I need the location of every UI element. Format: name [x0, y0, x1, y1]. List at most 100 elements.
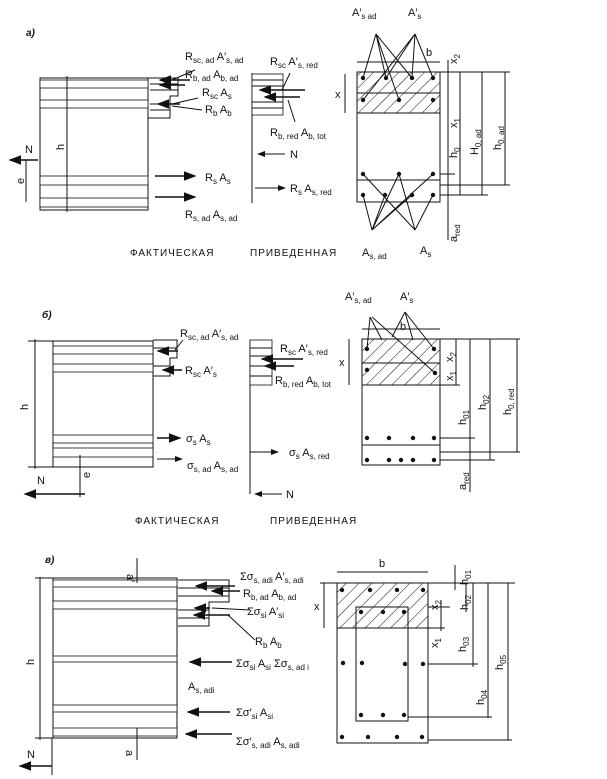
formula-subscript: s, red	[308, 348, 328, 357]
formula-subscript: red	[453, 224, 462, 236]
formula-subscript: s	[227, 177, 231, 186]
label-rs-as: Rs As	[205, 172, 231, 186]
formula-symbol: Σσ	[271, 658, 288, 670]
panel-marker: в)	[45, 555, 55, 566]
formula-subscript: b	[227, 109, 232, 118]
formula-symbol: a	[457, 483, 469, 490]
formula-subscript: 04	[480, 689, 489, 698]
panel-a: а) h N e Rsc, ad A′s, ad R	[8, 7, 510, 261]
formula-subscript: s	[296, 452, 300, 461]
cross-section: b x	[314, 558, 515, 744]
force-n-label: N	[27, 749, 35, 761]
formula-symbol: x	[448, 58, 460, 64]
formula-symbol: A′	[345, 291, 354, 303]
label-x2: x2	[448, 54, 462, 65]
formula-subscript: s, red	[312, 188, 332, 197]
formula-symbol: h	[448, 152, 460, 158]
cross-section: b x	[339, 311, 520, 492]
formula-subscript: b, ad	[193, 74, 211, 83]
label-h04: h04	[475, 689, 489, 705]
label-x1: x1	[448, 118, 462, 129]
formula-symbol: R	[275, 375, 283, 387]
compressed-zone-label: x	[314, 601, 320, 613]
formula-symbol: R	[290, 183, 298, 195]
formula-symbol: R	[270, 127, 278, 139]
formula-symbol: Σσ′	[236, 707, 252, 719]
formula-subscript: 01	[462, 409, 471, 418]
label-rsc-red: Rsc A′s, red	[280, 343, 328, 357]
formula-subscript: 01	[464, 569, 473, 578]
label-h03: h03	[457, 636, 471, 652]
formula-symbol: A′	[273, 571, 285, 583]
reduced-element: N	[251, 72, 305, 203]
formula-subscript: 2	[434, 600, 443, 605]
formula-symbol: R	[185, 51, 193, 63]
formula-symbol: A	[300, 447, 310, 459]
formula-symbol: A	[217, 104, 227, 116]
formula-symbol: A	[298, 127, 308, 139]
formula-symbol: σ	[187, 460, 194, 472]
formula-symbol: A	[211, 69, 221, 81]
formula-symbol: Σσ′	[236, 736, 252, 748]
label-rb-ab: Rb Ab	[255, 636, 282, 650]
label-as-bottom: As	[420, 245, 431, 259]
label-rb-ad: Rb, ad Ab, ad	[243, 588, 296, 602]
formula-symbol: A	[267, 636, 277, 648]
formula-symbol: x	[444, 356, 456, 362]
label-h01: h01	[457, 409, 471, 425]
formula-symbol: R	[280, 343, 288, 355]
formula-symbol: A	[218, 87, 228, 99]
panel-b: б) h N e Rsc, ad A′s, ad Rsc A′s σs As σ…	[19, 291, 520, 527]
panel-marker: б)	[42, 309, 52, 321]
formula-symbol: A	[210, 209, 220, 221]
formula-subscript: 03	[462, 636, 471, 645]
label-as-ad-top: A′s ad	[352, 7, 377, 21]
compressed-zone-label: x	[339, 357, 345, 369]
formula-subscript: sc, ad	[193, 56, 214, 65]
formula-subscript: s, adi	[252, 741, 271, 750]
formula-subscript: s, ad	[369, 252, 386, 261]
formula-symbol: A	[271, 736, 281, 748]
compressed-zone-label: x	[335, 89, 341, 101]
formula-subscript: s, adi	[281, 741, 300, 750]
actual-element: h N e	[19, 339, 184, 499]
force-n-label: N	[286, 489, 294, 501]
formula-symbol: Σσ	[236, 658, 250, 670]
formula-subscript: s, ad i	[288, 663, 310, 672]
label-x2: x2	[444, 352, 458, 363]
label-rs-red: Rs As, red	[290, 183, 332, 197]
formula-symbol: h	[492, 144, 504, 150]
formula-subscript: si	[267, 712, 273, 721]
formula-subscript: s	[298, 188, 302, 197]
formula-subscript: s, ad	[226, 56, 243, 65]
formula-symbol: H	[469, 147, 481, 155]
formula-subscript: s	[213, 177, 217, 186]
label-rsc-ad: Rsc, ad A′s, ad	[180, 328, 239, 342]
label-as-ad-bottom: As, ad	[362, 247, 387, 261]
formula-subscript: b	[263, 641, 268, 650]
formula-symbol: R	[185, 69, 193, 81]
caption-reduced: ПРИВЕДЕННАЯ	[250, 248, 337, 259]
height-label: h	[25, 659, 37, 665]
formula-subscript: 1	[453, 118, 462, 123]
cover-top-label: a′	[124, 574, 136, 582]
formula-symbol: R	[185, 365, 193, 377]
force-n-label: N	[290, 149, 298, 161]
label-rb-ad: Rb, ad Ab, ad	[185, 69, 238, 83]
formula-subscript: s, ad	[354, 296, 371, 305]
label-h01: h01	[459, 569, 473, 585]
label-rsc-red: Rsc A′s, red	[270, 56, 318, 70]
formula-symbol: A′	[296, 343, 308, 355]
caption-actual: ФАКТИЧЕСКАЯ	[130, 248, 214, 259]
eccentricity-label: e	[81, 472, 93, 478]
formula-subscript: 02	[464, 594, 473, 603]
height-label: h	[19, 404, 31, 410]
formula-subscript: s ad	[361, 12, 376, 21]
formula-subscript: s, red	[298, 61, 318, 70]
formula-symbol: σ	[289, 447, 296, 459]
formula-symbol: A	[303, 375, 313, 387]
formula-symbol: Σσ	[240, 571, 254, 583]
formula-symbol: A	[197, 433, 207, 445]
formula-symbol: A′	[266, 606, 278, 618]
